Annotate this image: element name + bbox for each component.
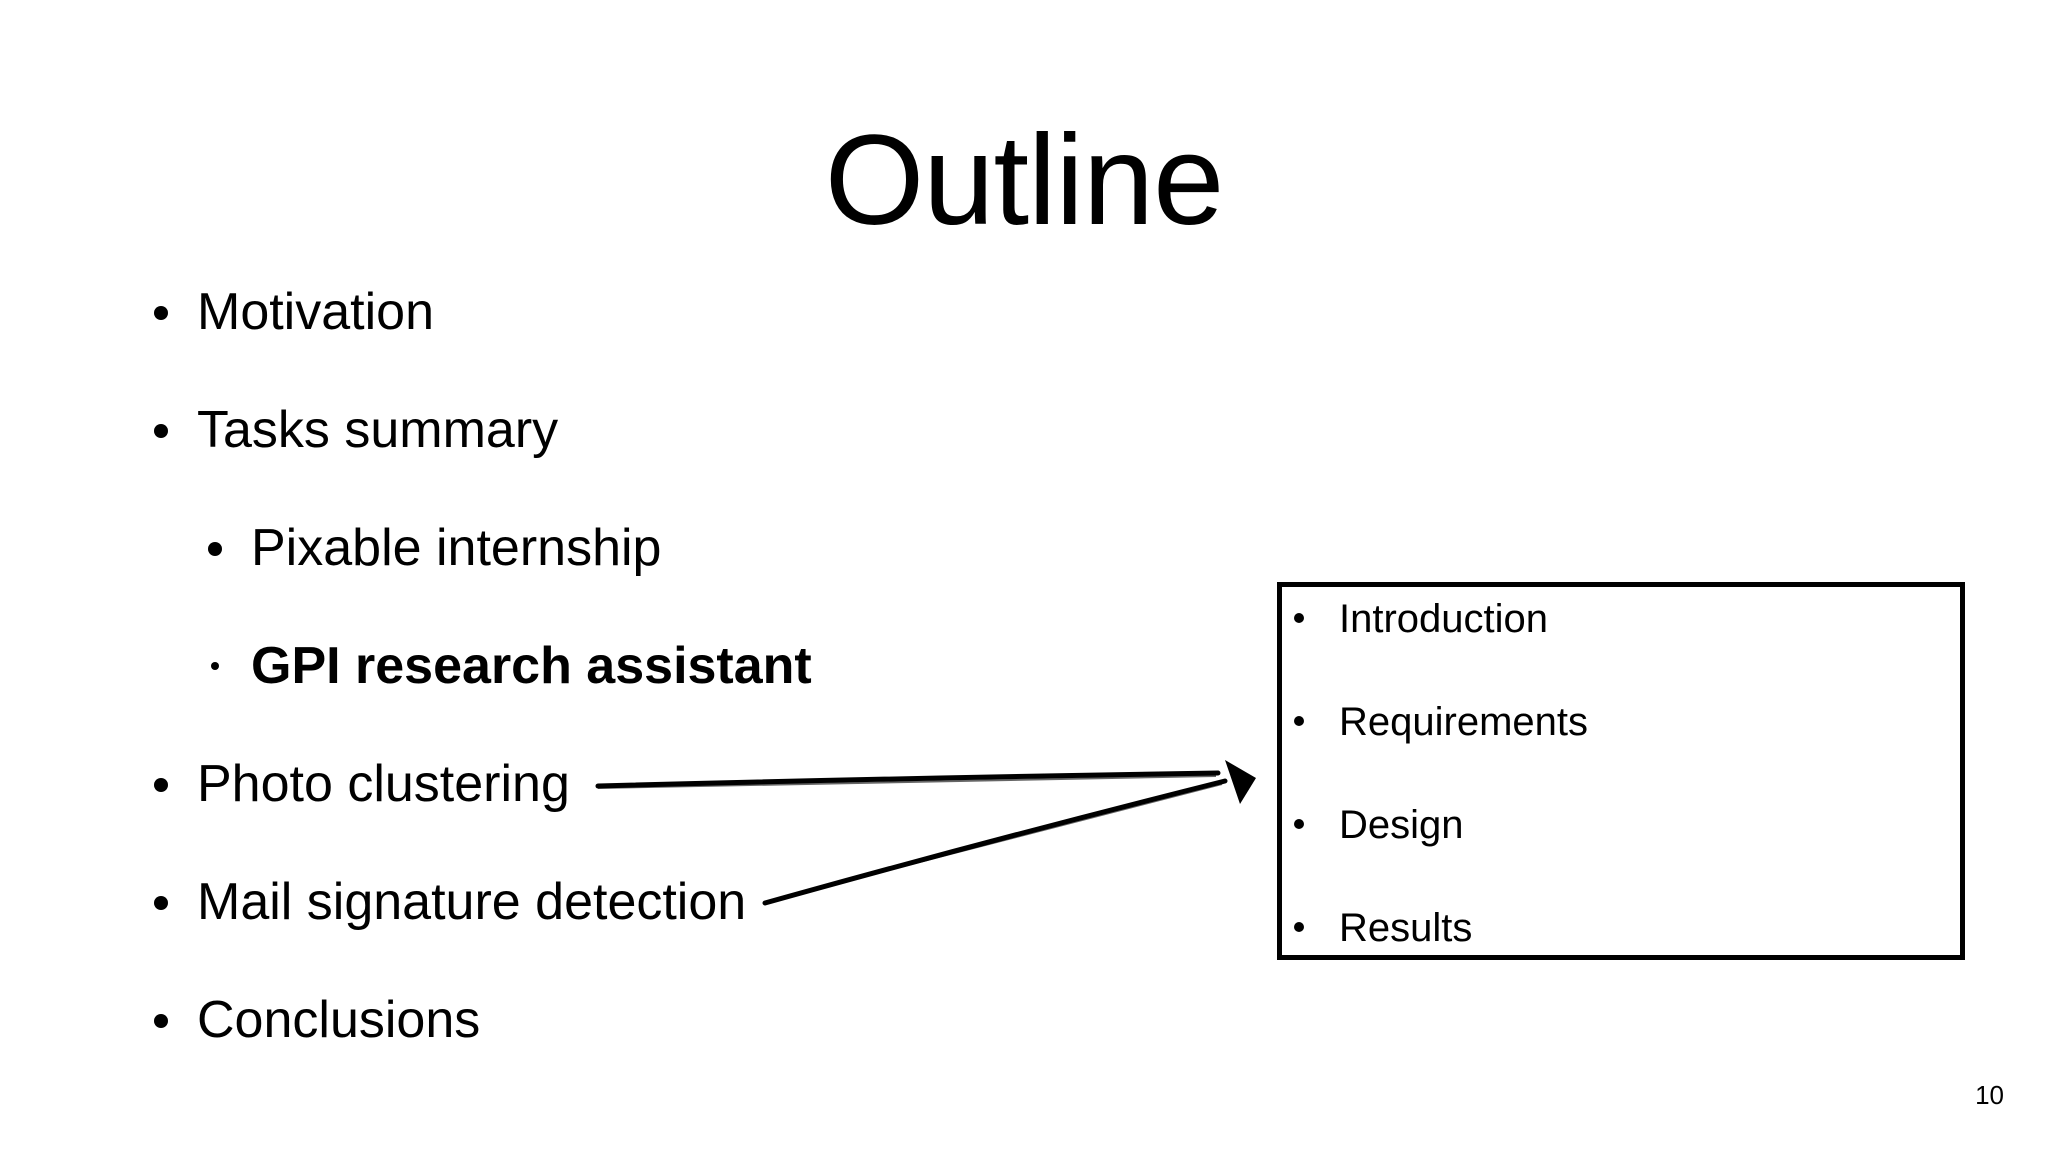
- slide-title: Outline: [824, 109, 1225, 252]
- bullet-icon: [154, 778, 168, 792]
- bullet-icon: [1294, 716, 1304, 726]
- outline-subitem-gpi-research-assistant: GPI research assistant: [211, 636, 812, 696]
- outline-item-label: Pixable internship: [251, 519, 662, 577]
- bullet-icon: [154, 424, 168, 438]
- box-item-label: Introduction: [1339, 597, 1549, 641]
- outline-item-label: GPI research assistant: [251, 637, 812, 695]
- bullet-icon: [154, 896, 168, 910]
- outline-item-tasks-summary: Tasks summary: [154, 400, 559, 460]
- outline-subitem-pixable-internship: Pixable internship: [208, 518, 662, 578]
- outline-item-label: Mail signature detection: [197, 873, 747, 931]
- outline-item-conclusions: Conclusions: [154, 990, 481, 1050]
- box-item-label: Requirements: [1339, 700, 1589, 744]
- outline-item-motivation: Motivation: [154, 282, 434, 342]
- bullet-icon: [1294, 819, 1304, 829]
- bullet-icon: [1294, 922, 1304, 932]
- outline-item-label: Tasks summary: [197, 401, 559, 459]
- sections-box: Introduction Requirements Design Results: [1277, 582, 1965, 960]
- outline-item-photo-clustering: Photo clustering: [154, 754, 570, 814]
- box-item-label: Results: [1339, 906, 1473, 950]
- outline-item-label: Photo clustering: [197, 755, 570, 813]
- bullet-icon: [208, 542, 222, 556]
- outline-item-label: Motivation: [197, 283, 434, 341]
- outline-item-label: Conclusions: [197, 991, 481, 1049]
- outline-list: Motivation Tasks summary Pixable interns…: [154, 282, 812, 1050]
- bullet-icon: [1294, 613, 1304, 623]
- outline-item-mail-signature-detection: Mail signature detection: [154, 872, 747, 932]
- bullet-icon: [154, 1014, 168, 1028]
- bullet-icon: [154, 306, 168, 320]
- box-item-label: Design: [1339, 803, 1464, 847]
- page-number: 10: [1975, 1080, 2004, 1110]
- arrowhead-icon: [1225, 760, 1256, 804]
- bullet-icon: [211, 662, 219, 670]
